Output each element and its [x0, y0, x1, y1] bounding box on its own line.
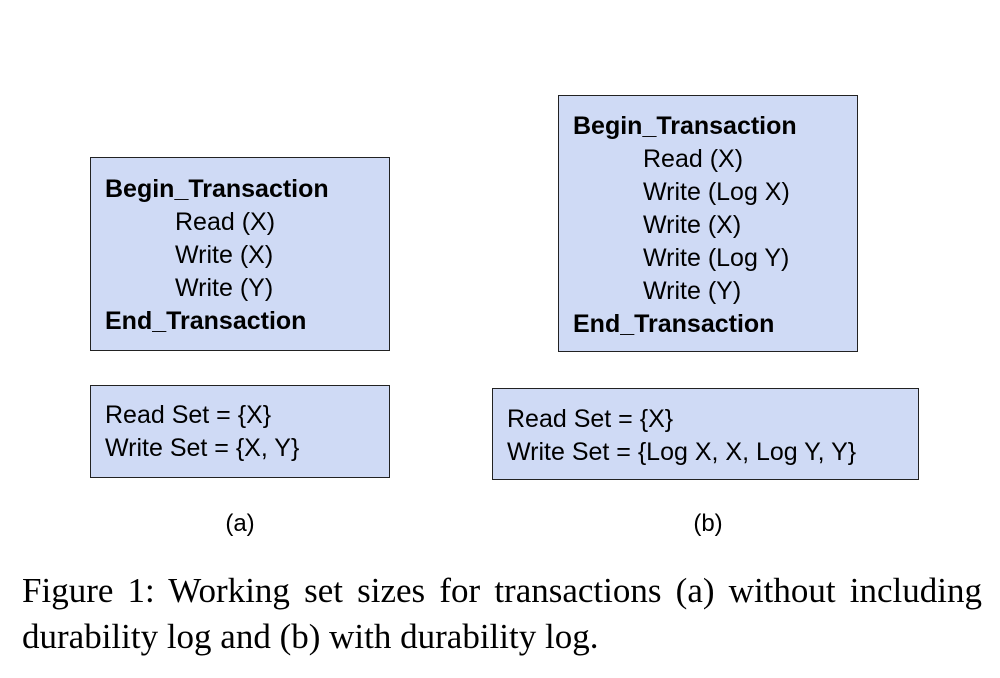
operation-line: Write (Log X) [643, 178, 790, 206]
end-transaction-keyword: End_Transaction [573, 310, 775, 338]
subfigure-label-a: (a) [225, 510, 255, 537]
operation-line: Write (X) [175, 241, 274, 269]
operation-line: Write (Y) [643, 277, 742, 305]
figure-caption: Figure 1: Working set sizes for transact… [22, 571, 982, 656]
begin-transaction-keyword: Begin_Transaction [105, 175, 329, 203]
read-set-text: Read Set = {X} [105, 401, 272, 429]
operation-line: Read (X) [175, 208, 276, 236]
working-sets-box-b: Read Set = {X} Write Set = {Log X, X, Lo… [492, 388, 919, 480]
write-set-text: Write Set = {X, Y} [105, 434, 300, 462]
transaction-box-b: Begin_Transaction Read (X) Write (Log X)… [558, 95, 858, 352]
operation-line: Write (X) [643, 211, 742, 239]
working-sets-box-a: Read Set = {X} Write Set = {X, Y} [90, 385, 390, 478]
operation-line: Write (Log Y) [643, 244, 790, 272]
end-transaction-keyword: End_Transaction [105, 307, 307, 335]
subfigure-label-b: (b) [693, 510, 723, 537]
read-set-text: Read Set = {X} [507, 405, 674, 433]
operation-line: Read (X) [643, 145, 744, 173]
begin-transaction-keyword: Begin_Transaction [573, 112, 797, 140]
operation-line: Write (Y) [175, 274, 274, 302]
write-set-text: Write Set = {Log X, X, Log Y, Y} [507, 438, 857, 466]
transaction-box-a: Begin_Transaction Read (X) Write (X) Wri… [90, 157, 390, 351]
